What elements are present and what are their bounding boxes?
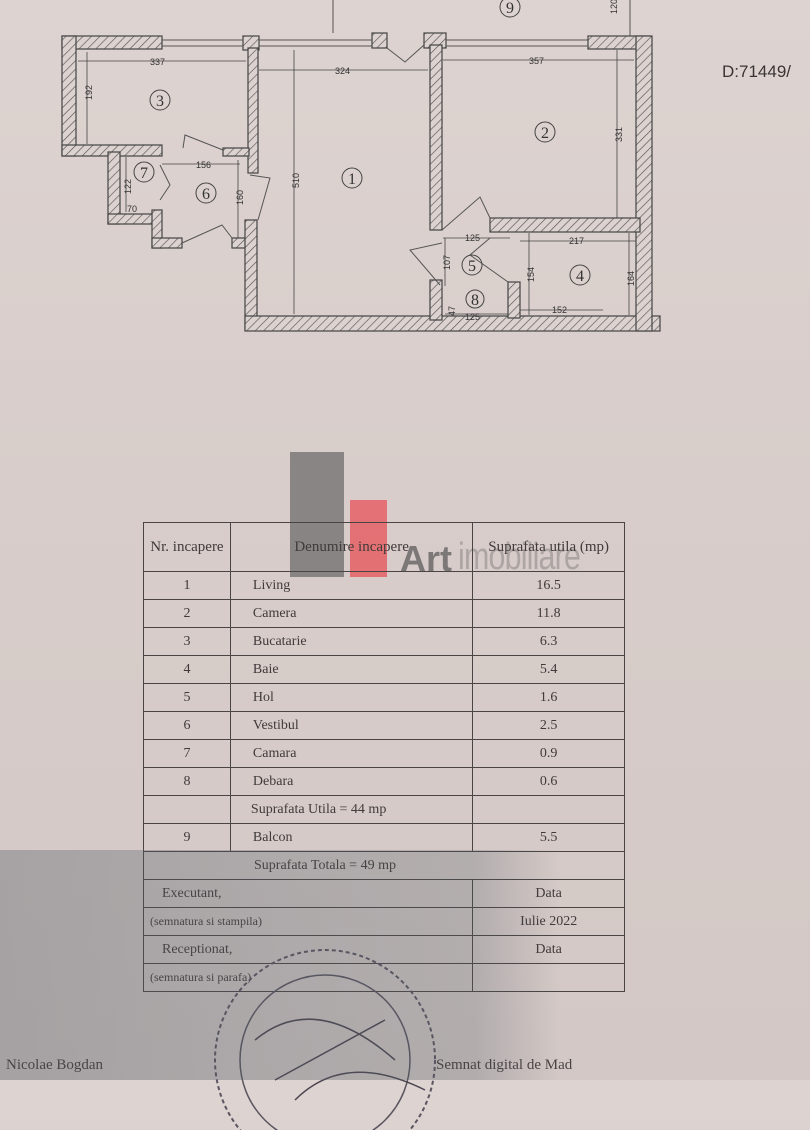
rooms-table: Nr. incapere Denumire incapere Suprafata… <box>142 522 625 992</box>
table-header: Nr. incapere Denumire incapere Suprafata… <box>143 522 625 572</box>
executant-date: Iulie 2022 <box>472 907 625 936</box>
executant-row: Executant, Data <box>142 879 625 908</box>
room-number-8: 8 <box>471 292 479 309</box>
dim-hall-width: 125 <box>465 233 480 243</box>
dim-living-width: 324 <box>335 66 350 76</box>
row-name: Camera <box>229 599 474 628</box>
row-nr: 7 <box>143 739 231 768</box>
useful-total: Suprafata Utila = 44 mp <box>229 795 474 824</box>
receptionat-sign: (semnatura si parafa) <box>142 963 474 992</box>
row-name: Vestibul <box>229 711 474 740</box>
row-name: Camara <box>229 739 474 768</box>
dim-closet-width: 125 <box>465 312 480 322</box>
room-number-1: 1 <box>348 171 356 188</box>
room-number-circles <box>133 0 591 309</box>
dim-kitchen-height: 192 <box>84 85 94 100</box>
header-name: Denumire incapere <box>229 522 474 572</box>
dim-room2-width: 357 <box>529 56 544 66</box>
windows-doors <box>159 0 631 286</box>
grand-total-row: Suprafata Totala = 49 mp <box>143 851 625 880</box>
row-area: 0.6 <box>472 767 625 796</box>
room-number-6: 6 <box>202 186 210 203</box>
executant-sign-row: (semnatura si stampila) Iulie 2022 <box>142 907 625 936</box>
dim-room2-height: 331 <box>614 127 624 142</box>
dim-pantry-height: 122 <box>123 179 133 194</box>
walls <box>61 32 661 332</box>
row-nr: 4 <box>143 655 231 684</box>
grand-total: Suprafata Totala = 49 mp <box>143 851 625 880</box>
row-area: 11.8 <box>472 599 625 628</box>
room-number-9: 9 <box>506 0 514 17</box>
footer-right: Semnat digital de Mad <box>436 1057 573 1073</box>
dim-balcony-height: 120 <box>609 0 619 14</box>
table-row: 9 Balcon 5.5 <box>143 823 625 852</box>
document-id: D:71449/ <box>722 62 791 81</box>
row-nr: 1 <box>143 571 231 600</box>
room-number-3: 3 <box>156 93 164 110</box>
room-number-7: 7 <box>140 165 148 182</box>
row-name: Balcon <box>229 823 474 852</box>
receptionat-date-label: Data <box>472 935 625 964</box>
dimension-lines <box>78 50 636 315</box>
dimension-labels: 337 192 324 510 357 331 156 160 122 70 1… <box>84 0 636 322</box>
floor-plan: 337 192 324 510 357 331 156 160 122 70 1… <box>61 0 661 332</box>
row-area: 5.4 <box>472 655 625 684</box>
receptionat-label: Receptionat, <box>142 935 474 964</box>
footer-left: Nicolae Bogdan <box>6 1057 104 1073</box>
useful-total-row: Suprafata Utila = 44 mp <box>143 795 625 824</box>
row-area: 16.5 <box>472 571 625 600</box>
dim-kitchen-width: 337 <box>150 57 165 67</box>
row-name: Baie <box>229 655 474 684</box>
row-name: Hol <box>229 683 474 712</box>
dim-living-height: 510 <box>291 173 301 188</box>
row-nr: 2 <box>143 599 231 628</box>
room-number-5: 5 <box>468 258 476 275</box>
row-name: Living <box>229 571 474 600</box>
row-area: 6.3 <box>472 627 625 656</box>
dim-bath-width: 217 <box>569 236 584 246</box>
executant-label: Executant, <box>142 879 474 908</box>
row-area: 1.6 <box>472 683 625 712</box>
receptionat-row: Receptionat, Data <box>142 935 625 964</box>
room-number-2: 2 <box>541 125 549 142</box>
dim-closet-height: 47 <box>447 306 457 316</box>
row-nr: 5 <box>143 683 231 712</box>
row-nr: 9 <box>143 823 231 852</box>
dim-bath-height-left: 154 <box>526 267 536 282</box>
dim-pantry-width: 70 <box>127 204 137 214</box>
row-area: 5.5 <box>472 823 625 852</box>
receptionat-sign-row: (semnatura si parafa) <box>142 963 625 992</box>
row-nr: 3 <box>143 627 231 656</box>
dim-bath-bottom: 152 <box>552 305 567 315</box>
dim-hall-height: 107 <box>442 255 452 270</box>
dim-bath-height-right: 164 <box>626 271 636 286</box>
row-area: 0.9 <box>472 739 625 768</box>
executant-sign: (semnatura si stampila) <box>142 907 474 936</box>
executant-date-label: Data <box>472 879 625 908</box>
row-nr: 8 <box>143 767 231 796</box>
row-name: Bucatarie <box>229 627 474 656</box>
header-nr: Nr. incapere <box>143 522 231 572</box>
row-area: 2.5 <box>472 711 625 740</box>
row-nr: 6 <box>143 711 231 740</box>
dim-vestibul-width: 156 <box>196 160 211 170</box>
dim-vestibul-height: 160 <box>235 190 245 205</box>
header-area: Suprafata utila (mp) <box>472 522 625 572</box>
row-name: Debara <box>229 767 474 796</box>
room-number-4: 4 <box>576 268 584 285</box>
